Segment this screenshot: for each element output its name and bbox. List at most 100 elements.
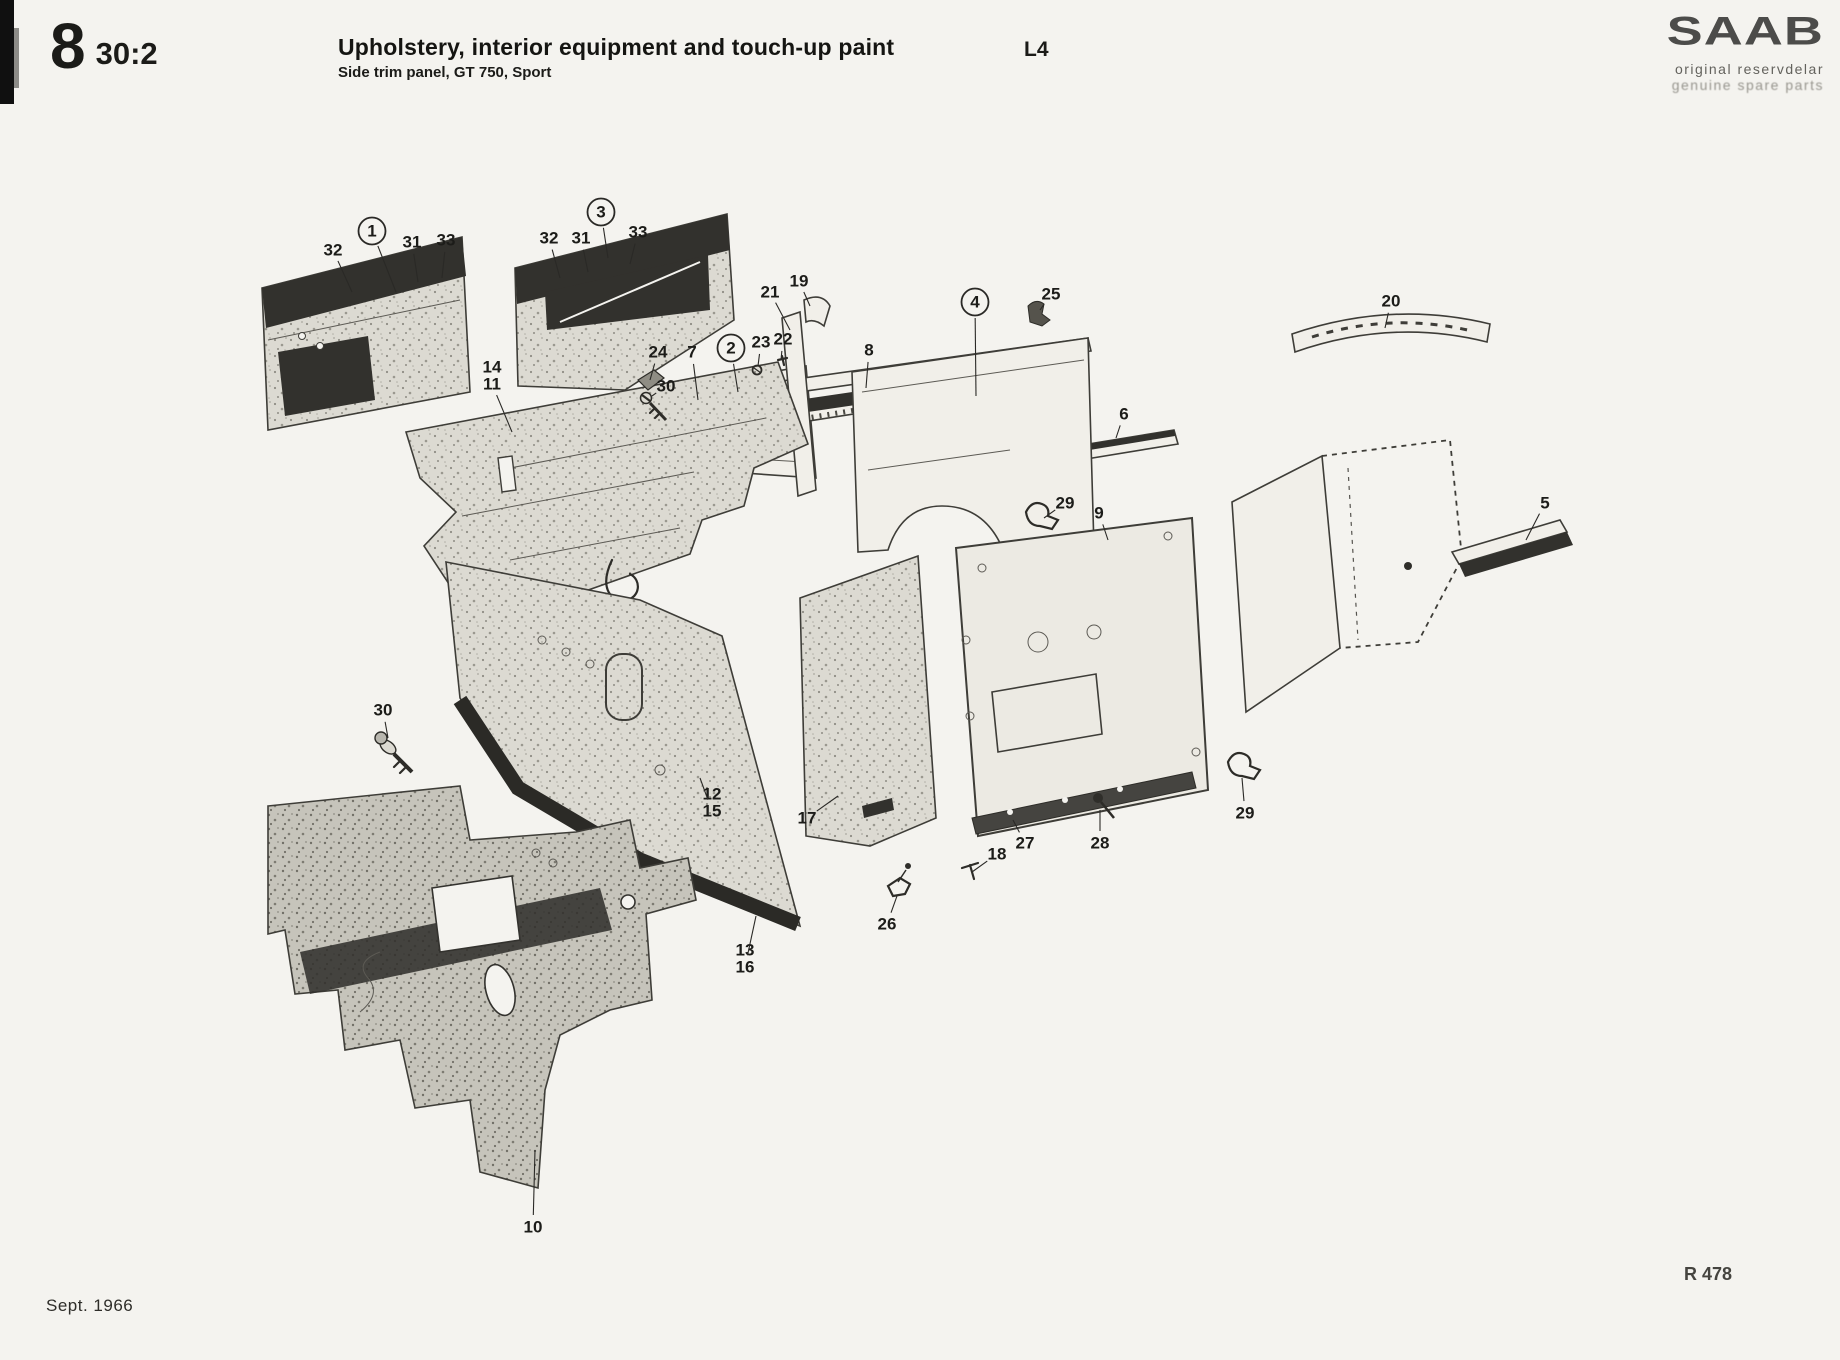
callout-28: 28: [1091, 834, 1110, 853]
callout-1: 1: [367, 222, 376, 241]
quarter-trim-panel-4-sill: [867, 449, 1011, 471]
door-contour-crease-dashed: [1347, 467, 1359, 641]
panel-left-screw: [316, 342, 324, 350]
leader-line-10: [532, 1149, 536, 1216]
leader-line-31: [582, 249, 589, 273]
leader-line-15: [699, 777, 709, 800]
fastener-22: [776, 354, 789, 367]
drip-rail-perforations: [1311, 321, 1473, 339]
quarter-trim-panel-4-crease: [861, 359, 1085, 393]
floor-panel-hole: [531, 848, 541, 858]
leader-line-11: [496, 394, 513, 433]
leader-line-27: [1012, 819, 1020, 833]
fastener-23: [751, 364, 763, 376]
callout-2: 2: [726, 339, 735, 358]
callout-32: 32: [324, 241, 343, 260]
leader-line-17: [816, 795, 839, 812]
balloon-4: [960, 287, 990, 317]
floor-panel-notch: [620, 894, 636, 910]
callout-25: 25: [1042, 285, 1061, 304]
leader-line-4: [974, 317, 977, 397]
sill-channel-screw: [1007, 809, 1013, 815]
panel-left-screw: [298, 332, 306, 340]
leader-line-32: [337, 260, 353, 293]
page-subtitle: Side trim panel, GT 750, Sport: [338, 64, 552, 81]
callout-23: 23: [752, 333, 771, 352]
window-trim-panel-left-insert: [278, 336, 375, 416]
callout-7: 7: [687, 343, 696, 362]
floor-panel-slot: [484, 963, 516, 1017]
leader-line-22: [780, 350, 783, 361]
leader-line-8: [865, 361, 869, 389]
kick-panel-17-slot: [862, 798, 894, 818]
panel-9-hole: [965, 711, 975, 721]
leader-line-16: [746, 915, 757, 956]
callout-17: 17: [798, 809, 817, 828]
callout-32: 32: [540, 229, 559, 248]
leader-line-30: [384, 721, 389, 739]
balloon-1: [357, 216, 387, 246]
page-title: Upholstery, interior equipment and touch…: [338, 34, 895, 60]
shelf-fold-line: [499, 417, 767, 471]
leader-line-20: [1384, 312, 1389, 329]
balloon-3: [586, 197, 616, 227]
callout-33: 33: [629, 223, 648, 242]
leader-line-29: [1241, 777, 1245, 802]
callout-33: 33: [437, 231, 456, 250]
leader-line-2: [732, 363, 739, 393]
panel-9-hole: [977, 563, 987, 573]
door-pocket-outline: [605, 653, 643, 721]
callout-31: 31: [403, 233, 422, 252]
callout-24: 24: [649, 343, 668, 362]
callout-30: 30: [374, 701, 393, 720]
callout-16: 16: [736, 958, 755, 977]
door-contour-fastener: [1404, 562, 1412, 570]
callout-27: 27: [1016, 834, 1035, 853]
leader-line-29: [1043, 509, 1056, 519]
footer-reference: R 478: [1684, 1264, 1733, 1284]
callout-31: 31: [572, 229, 591, 248]
title-block: Upholstery, interior equipment and touch…: [338, 34, 894, 81]
brand-block: SAAB original reservdelar genuine spare …: [1524, 11, 1824, 92]
door-trim-edge-band-13-16: [453, 695, 801, 931]
leader-line-3: [602, 227, 609, 259]
door-contour-panel-solid: [1231, 454, 1341, 714]
callout-30: 30: [657, 377, 676, 396]
leader-line-31: [413, 253, 419, 283]
callout-10: 10: [524, 1218, 543, 1237]
kick-panel-17: [799, 554, 937, 847]
clip-25: [1027, 300, 1051, 327]
clip-29-lower: [1226, 751, 1262, 781]
callout-6: 6: [1119, 405, 1128, 424]
door-contour-panel-dashed: [1321, 438, 1463, 649]
sill-channel-screw: [1062, 797, 1068, 803]
shelf-slot: [497, 455, 517, 493]
floor-insulation-panel-10: [267, 785, 697, 1190]
leader-line-18: [971, 860, 988, 873]
callout-19: 19: [790, 272, 809, 291]
screw-30-upper: [639, 391, 668, 422]
inner-panel-9-cutout: [991, 673, 1103, 753]
callout-15: 15: [703, 802, 722, 821]
brand-subtitle-swedish: original reservdelar: [1674, 60, 1824, 77]
door-trim-hole: [561, 647, 571, 657]
shelf-fold-line: [461, 471, 695, 517]
bracket-26: [886, 863, 912, 898]
leader-line-24: [649, 363, 656, 381]
panel-9-hole: [1163, 531, 1173, 541]
clip-29-upper: [1024, 501, 1060, 531]
screw-28: [1093, 793, 1115, 819]
section-id: 8 30:2: [50, 14, 158, 78]
clip-18: [960, 861, 980, 881]
floor-panel-scratch: [359, 951, 381, 1013]
footer-date: Sept. 1966: [46, 1296, 134, 1315]
leader-line-19: [803, 291, 811, 307]
window-trim-panel-right-band: [515, 214, 730, 304]
callout-3: 3: [596, 203, 605, 222]
callout-26: 26: [878, 915, 897, 934]
pillar-cap-19: [803, 296, 831, 328]
callout-20: 20: [1382, 292, 1401, 311]
panel-9-hole-medium: [1086, 624, 1102, 640]
